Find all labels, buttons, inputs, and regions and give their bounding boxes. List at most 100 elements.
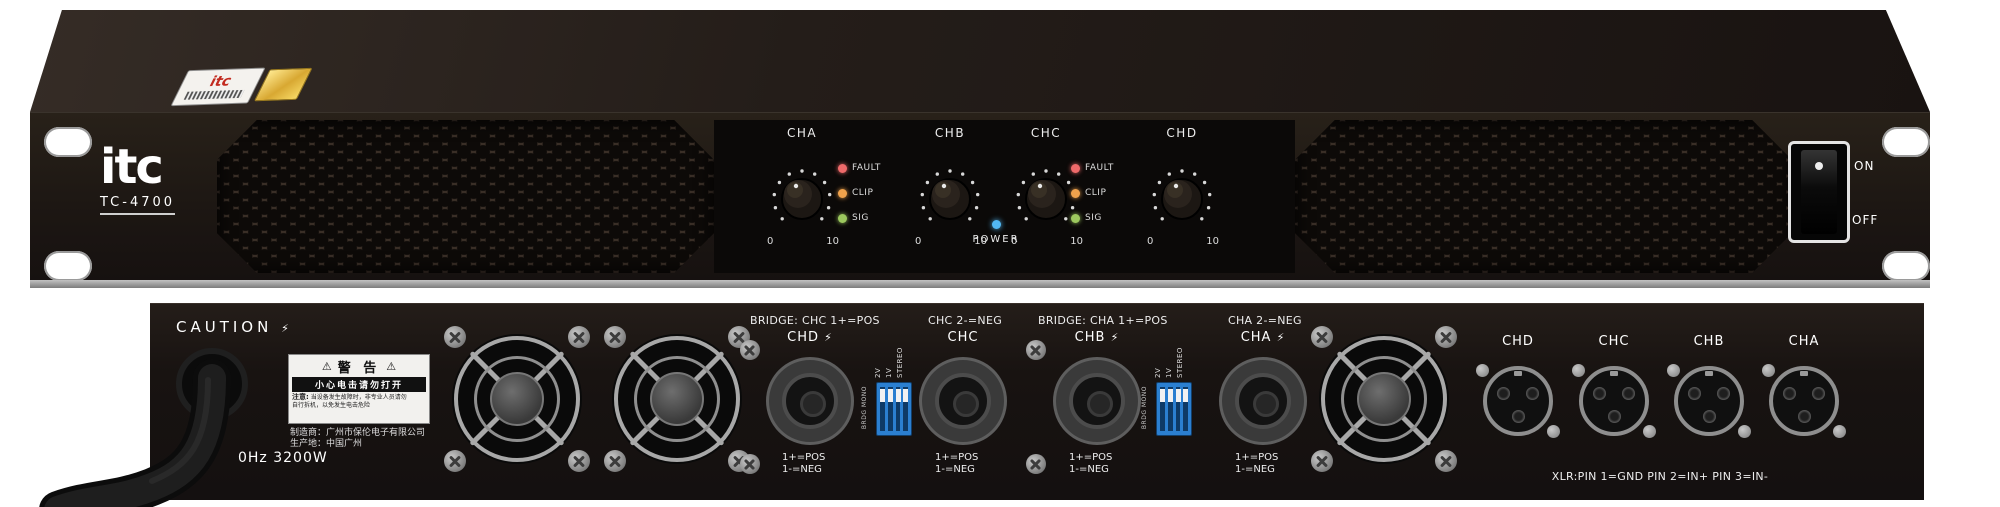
gain-knob-chb[interactable] xyxy=(915,164,985,234)
screw-icon xyxy=(1435,326,1457,348)
screw-icon xyxy=(1833,425,1846,438)
gain-knob-chc[interactable] xyxy=(1011,164,1081,234)
bolt-icon: ⚡ xyxy=(1276,331,1286,344)
dip-switch-block-1[interactable] xyxy=(876,382,912,436)
warning-note-line: 自行拆机，以免发生电击危险 xyxy=(292,401,371,409)
screw-icon xyxy=(740,454,760,474)
channel-label: CHA xyxy=(786,126,818,140)
manufacturer-text: 制造商：广州市保伦电子有限公司 生产地：中国广州 xyxy=(290,428,425,450)
switch-off-label: OFF xyxy=(1852,213,1879,227)
dip-switch-block-2[interactable] xyxy=(1156,382,1192,436)
speakon-connector-chb xyxy=(1053,357,1141,445)
knob-scale-min: 0 xyxy=(1147,236,1154,247)
warning-title: 警 告 xyxy=(337,361,381,376)
speakon-connector-chd xyxy=(766,357,854,445)
gain-knob-cha[interactable] xyxy=(767,164,837,234)
clip-led xyxy=(838,188,847,198)
warning-sticker: ⚠ 警 告 ⚠ 小心电击请勿打开 注意: 当设备发生故障时，非专业人员请勿 自行… xyxy=(288,354,430,424)
xlr-label-chd: CHD xyxy=(1502,334,1534,349)
warning-triangle-icon: ⚠ xyxy=(386,359,397,373)
xlr-pinout-note: XLR:PIN 1=GND PIN 2=IN+ PIN 3=IN- xyxy=(1551,470,1769,483)
chassis-top: itc xyxy=(30,10,1930,112)
fan-hub xyxy=(490,372,544,426)
ventilation-grille-left xyxy=(217,120,714,273)
sticker-brand-text: itc xyxy=(206,73,235,91)
warning-triangle-icon: ⚠ xyxy=(321,359,332,373)
knob-scale-min: 0 xyxy=(767,236,774,247)
screw-icon xyxy=(1738,425,1751,438)
rocker[interactable] xyxy=(1801,150,1837,234)
screw-icon xyxy=(1311,450,1333,472)
rack-hole-top-right xyxy=(1882,127,1930,157)
cooling-fan xyxy=(442,324,592,474)
bridge-label: BRIDGE: CHC 1+=POS xyxy=(750,314,880,327)
speakon-label-chd: CHD ⚡ xyxy=(787,330,833,345)
xlr-connector-chb xyxy=(1667,364,1751,438)
dip-toggle[interactable] xyxy=(887,389,893,402)
cooling-fan xyxy=(602,324,752,474)
speakon-connector-chc xyxy=(919,357,1007,445)
dip-toggle[interactable] xyxy=(880,389,885,402)
screw-icon xyxy=(604,450,626,472)
channel-chb: CHB 0 10 xyxy=(915,126,987,268)
led-label: FAULT xyxy=(1085,163,1114,173)
power-led xyxy=(991,220,1001,229)
led-label: SIG xyxy=(852,213,869,223)
power-indicator: POWER xyxy=(966,220,1026,245)
warning-note-label: 注意: xyxy=(292,393,309,401)
dip-label-stereo: STEREO xyxy=(896,347,904,378)
brand-logo: itc xyxy=(100,139,164,195)
screw-icon xyxy=(1667,364,1680,377)
led-label: CLIP xyxy=(852,188,874,198)
dip-label-2v: 2V xyxy=(1154,367,1162,378)
dip-toggle[interactable] xyxy=(1175,389,1181,402)
bridge-label: CHC 2-=NEG xyxy=(928,314,1003,327)
dip-toggle[interactable] xyxy=(903,389,909,402)
rack-hole-bottom-left xyxy=(44,251,92,281)
screw-icon xyxy=(568,326,590,348)
warning-note: 注意: 当设备发生故障时，非专业人员请勿 自行拆机，以免发生电击危险 xyxy=(292,393,426,409)
front-face: itc TC-4700 CHA 0 10 CHB xyxy=(30,112,1930,281)
xlr-label-chc: CHC xyxy=(1598,334,1630,349)
xlr-connector-chd xyxy=(1476,364,1560,438)
speakon-label-chb: CHB ⚡ xyxy=(1074,330,1120,345)
channel-label: CHB xyxy=(934,126,966,140)
dip-toggle[interactable] xyxy=(1167,389,1173,402)
screw-icon xyxy=(568,450,590,472)
xlr-connector-chc xyxy=(1572,364,1656,438)
power-switch[interactable] xyxy=(1788,141,1850,243)
fan-hub xyxy=(1357,372,1411,426)
bolt-icon: ⚡ xyxy=(824,331,833,344)
brand-sticker: itc xyxy=(170,67,266,107)
led-column-cd: FAULT CLIP SIG xyxy=(1071,162,1114,224)
channel-label: CHC xyxy=(1030,126,1062,140)
speakon-connector-cha xyxy=(1219,357,1307,445)
knob-scale-min: 0 xyxy=(1011,236,1018,247)
screw-icon xyxy=(1643,425,1656,438)
screw-icon xyxy=(1476,364,1489,377)
caution-text: CAUTION ⚡ xyxy=(176,318,293,336)
dip-label-1v: 1V xyxy=(885,367,893,378)
led-column-ab: FAULT CLIP SIG xyxy=(838,162,881,224)
clip-led xyxy=(1071,188,1080,198)
warning-subtitle: 小心电击请勿打开 xyxy=(292,377,426,392)
knob-scale-max: 10 xyxy=(1206,236,1219,247)
dip-toggle[interactable] xyxy=(1183,389,1189,402)
screw-icon xyxy=(740,340,760,360)
dip-toggle[interactable] xyxy=(895,389,901,402)
signal-led xyxy=(838,213,847,223)
knob-scale-min: 0 xyxy=(915,236,922,247)
knob-scale-max: 10 xyxy=(826,236,839,247)
bolt-icon: ⚡ xyxy=(1110,331,1120,344)
model-number: TC-4700 xyxy=(100,195,176,215)
gain-knob-chd[interactable] xyxy=(1147,164,1217,234)
dip-toggle[interactable] xyxy=(1160,389,1165,402)
knob-scale-max: 10 xyxy=(1070,236,1083,247)
barcode-icon xyxy=(183,89,245,100)
dip-label-brdg-mono: BRDG MONO xyxy=(861,386,868,430)
fault-led xyxy=(838,163,847,173)
product-sticker: itc xyxy=(169,66,313,108)
